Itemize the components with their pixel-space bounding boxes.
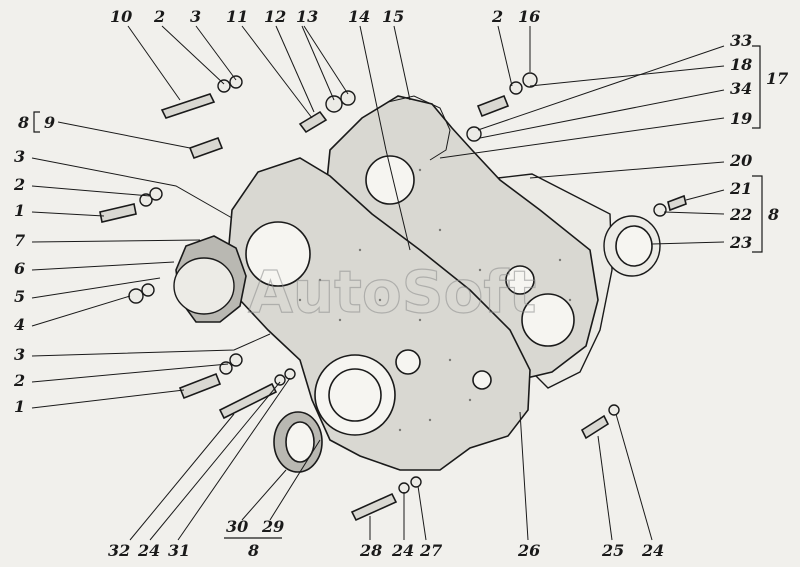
callout-24-bottom-right: 24 — [641, 541, 664, 560]
callout-23: 23 — [729, 233, 752, 252]
oil-seal-inner — [285, 421, 315, 463]
bracket-8-right — [752, 175, 763, 253]
callout-9: 9 — [44, 113, 55, 132]
watermark: AutoSoft — [248, 258, 536, 326]
callout-13: 13 — [296, 7, 318, 26]
callout-1-left-b: 1 — [14, 397, 25, 416]
callout-24-bottom-mid: 24 — [391, 541, 414, 560]
callout-18: 18 — [730, 55, 752, 74]
callout-5: 5 — [14, 287, 25, 306]
callout-24-bottom-left: 24 — [137, 541, 160, 560]
callout-10: 10 — [110, 7, 132, 26]
callout-3-left-b: 3 — [14, 345, 25, 364]
callout-21: 21 — [729, 179, 752, 198]
callout-7: 7 — [14, 231, 25, 250]
callout-26: 26 — [517, 541, 540, 560]
inspection-cover-cap — [173, 257, 235, 315]
callout-2-top-right: 2 — [491, 7, 503, 26]
callout-25: 25 — [601, 541, 624, 560]
callout-19: 19 — [730, 109, 752, 128]
callout-11: 11 — [226, 7, 248, 26]
pump-bore — [365, 155, 415, 205]
callout-29: 29 — [261, 517, 284, 536]
bolt-group-4 — [128, 283, 155, 304]
cover-boss-2 — [472, 370, 492, 390]
callout-33: 33 — [730, 31, 752, 50]
bolt-group-11 — [298, 90, 356, 134]
callout-4: 4 — [14, 315, 25, 334]
cover-bore-upper — [245, 221, 311, 287]
plate-bore-right — [521, 293, 575, 347]
callout-3-left-a: 3 — [14, 147, 25, 166]
bolt-group-21 — [653, 194, 687, 217]
callout-8-left: 8 — [17, 113, 29, 132]
bolt-group-16 — [466, 72, 538, 142]
leader-lines — [31, 25, 725, 541]
callout-34: 34 — [730, 79, 752, 98]
callout-6: 6 — [14, 259, 25, 278]
callout-22: 22 — [729, 205, 752, 224]
callout-8-bottom: 8 — [247, 541, 259, 560]
bolt-group-9 — [188, 136, 224, 160]
bolt-group-1b — [178, 353, 243, 400]
callout-3-top: 3 — [190, 7, 201, 26]
callout-2-left-a: 2 — [13, 175, 25, 194]
callout-1-left-a: 1 — [14, 201, 25, 220]
callout-17: 17 — [766, 69, 788, 88]
bolt-group-1a — [99, 187, 163, 223]
bracket-8-9 — [33, 111, 40, 133]
plate-bore-mid — [505, 265, 535, 295]
callout-2-left-b: 2 — [13, 371, 25, 390]
callout-15: 15 — [382, 7, 404, 26]
callout-30: 30 — [226, 517, 248, 536]
callout-27: 27 — [419, 541, 442, 560]
callout-16: 16 — [518, 7, 540, 26]
ring-gasket-inner — [615, 225, 653, 267]
callout-8-right: 8 — [767, 205, 779, 224]
callout-2-top: 2 — [153, 7, 165, 26]
callout-12: 12 — [264, 7, 286, 26]
bolt-group-25 — [580, 404, 620, 440]
cover-bore-inner — [328, 368, 382, 422]
callout-20: 20 — [729, 151, 752, 170]
bolt-group-10 — [160, 75, 243, 119]
callout-28: 28 — [359, 541, 382, 560]
callout-31: 31 — [168, 541, 190, 560]
callout-14: 14 — [348, 7, 370, 26]
bolt-group-32 — [218, 368, 296, 420]
bracket-17 — [752, 45, 761, 129]
casting-texture — [298, 168, 572, 432]
bolt-group-28 — [350, 476, 422, 522]
callout-32: 32 — [108, 541, 130, 560]
cover-boss — [395, 349, 421, 375]
